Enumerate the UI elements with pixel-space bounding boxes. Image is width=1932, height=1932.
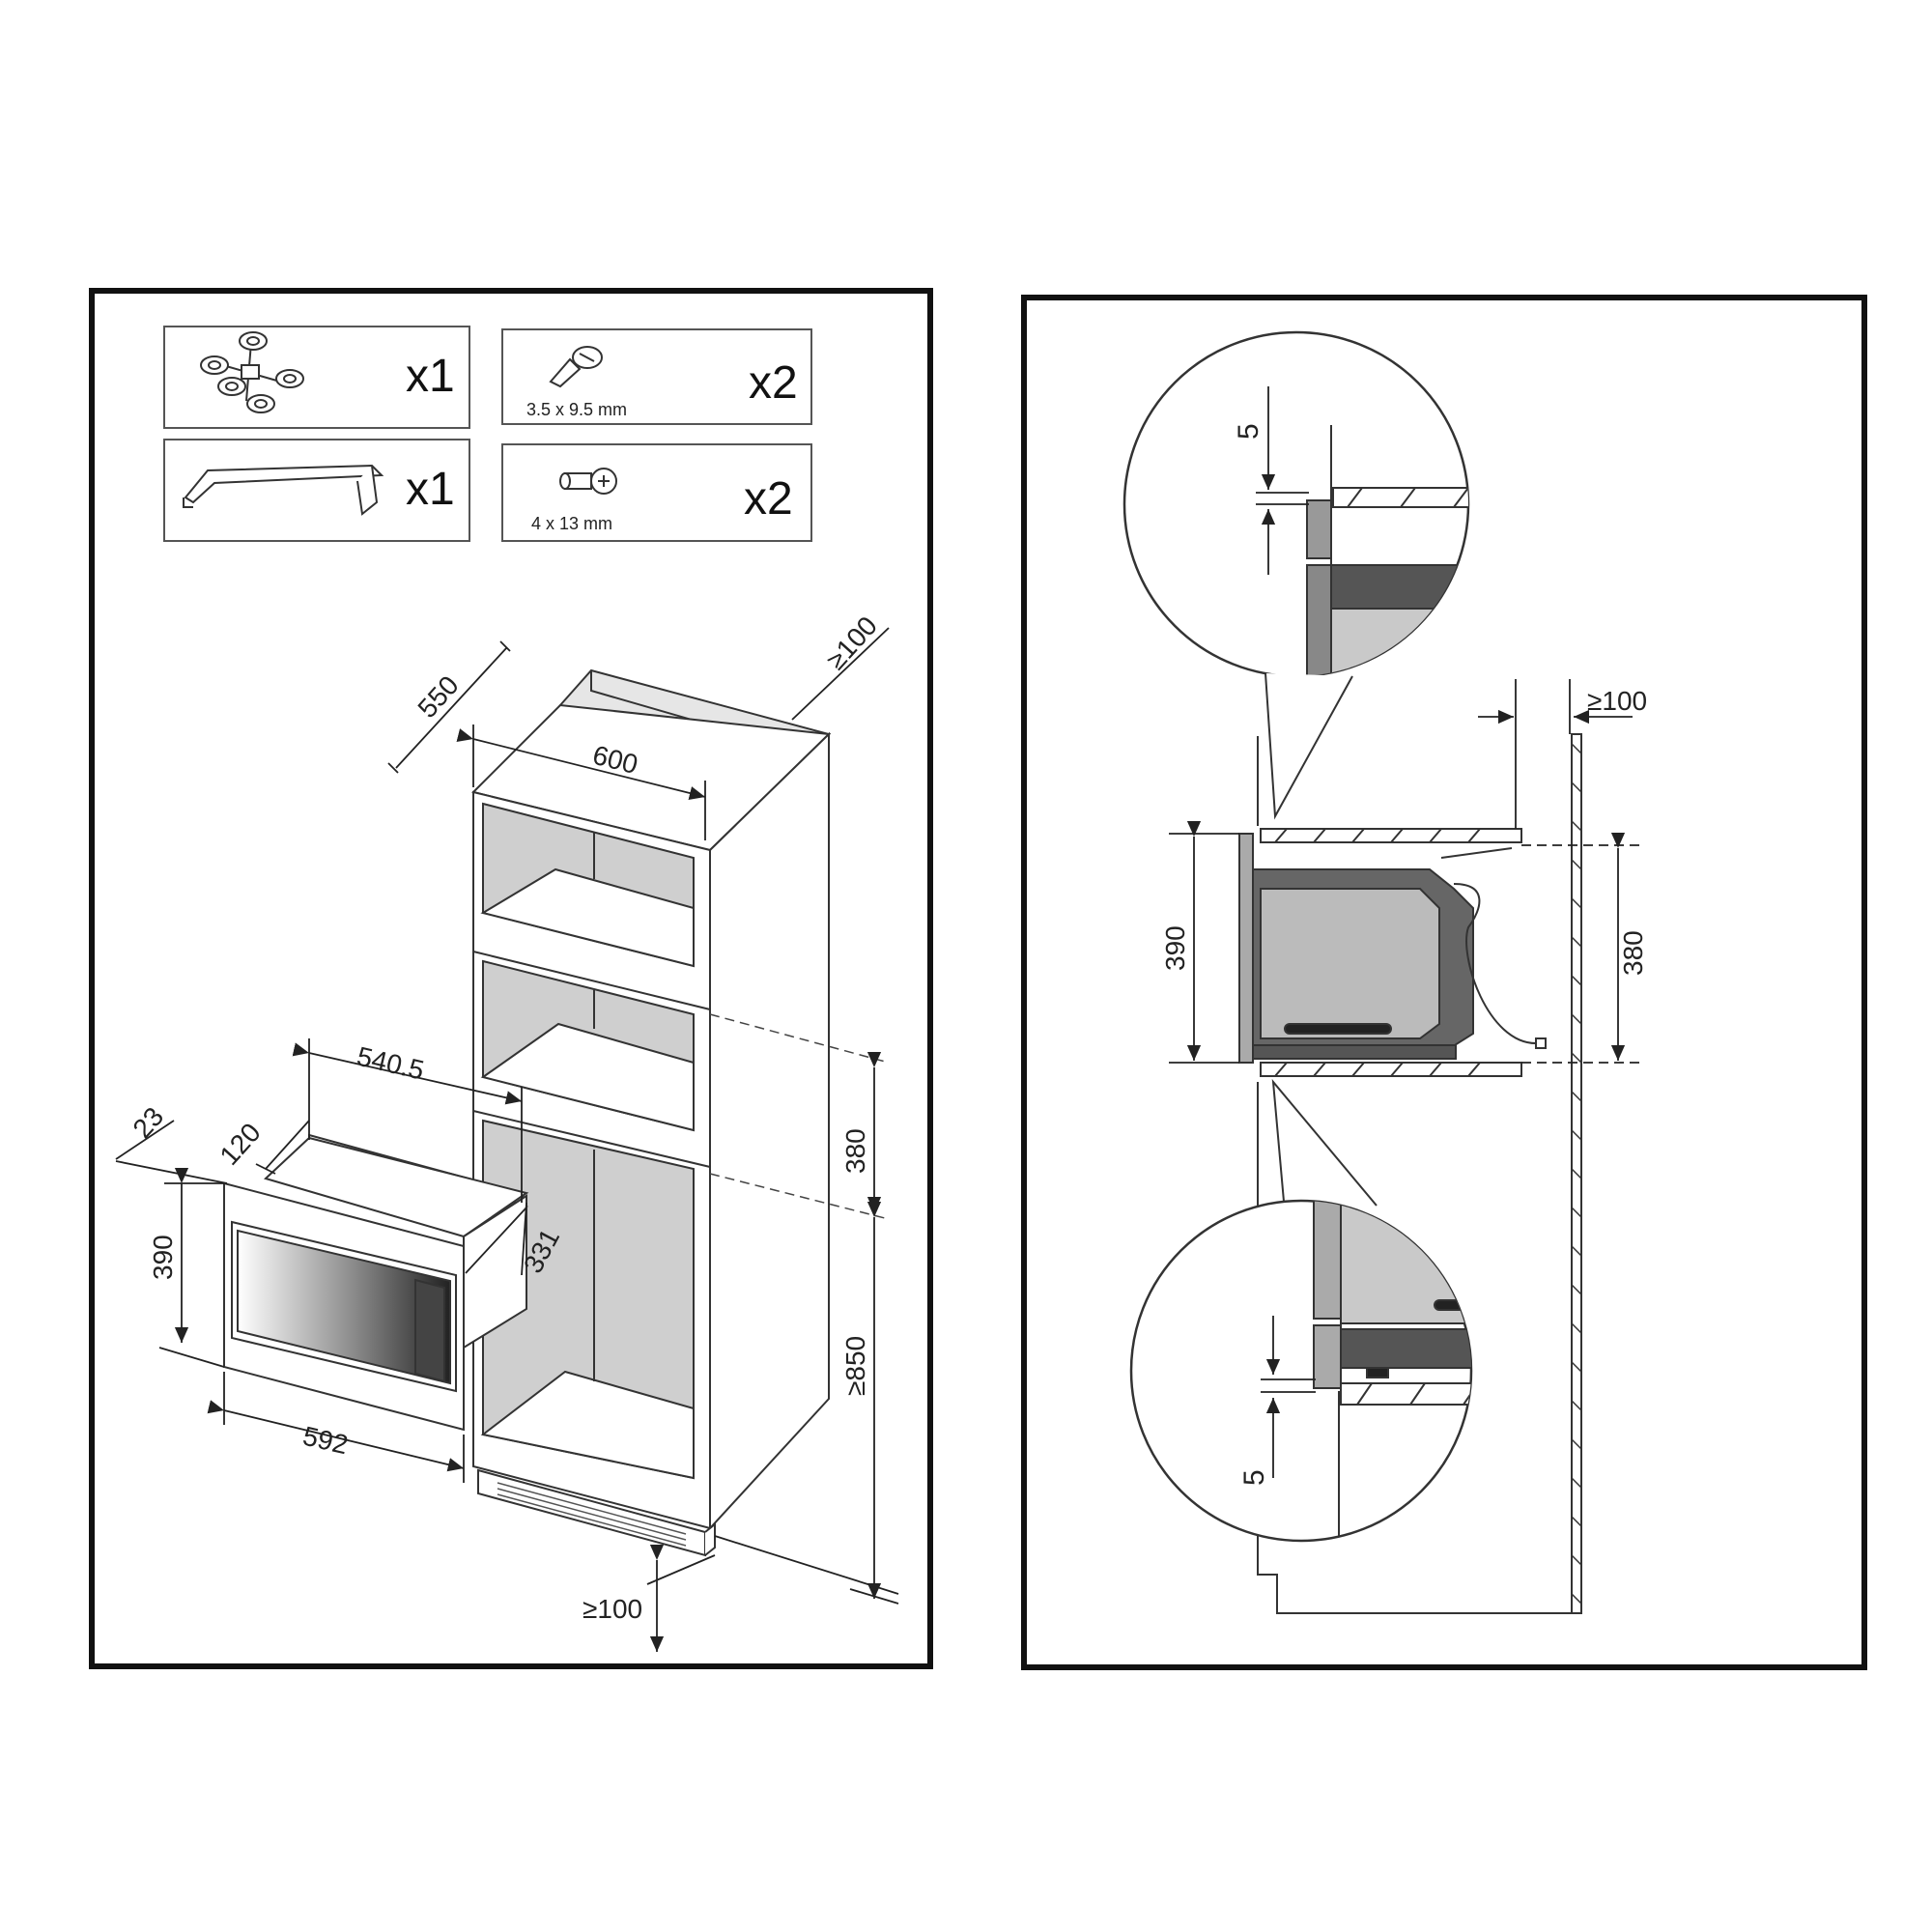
trim-bracket-icon bbox=[183, 464, 384, 516]
accessory-quantity: x2 bbox=[749, 357, 798, 409]
dim-bottom-gap: ≥100 bbox=[582, 1594, 642, 1624]
detail-bottom-circle: 5 bbox=[1129, 1199, 1473, 1543]
accessory-quantity: x1 bbox=[406, 464, 455, 515]
right-dimension-labels: ≥100 390 380 bbox=[1160, 686, 1648, 976]
accessory-size: 4 x 13 mm bbox=[531, 514, 612, 533]
dim-gap-bottom: 5 bbox=[1238, 1469, 1270, 1486]
accessory-size: 3.5 x 9.5 mm bbox=[526, 400, 627, 419]
bolt-icon bbox=[559, 468, 617, 495]
accessory-box-bolt: 4 x 13 mm x2 bbox=[501, 443, 812, 542]
screw-icon bbox=[549, 346, 603, 388]
dim-niche-height-right: 380 bbox=[1618, 930, 1648, 976]
dim-oven-height: 390 bbox=[148, 1235, 178, 1280]
tall-cabinet bbox=[471, 668, 832, 1557]
callout-top-pointer bbox=[1264, 672, 1353, 820]
dim-niche-height: 380 bbox=[840, 1128, 870, 1174]
accessory-quantity: x1 bbox=[406, 351, 455, 402]
accessory-box-screw: 3.5 x 9.5 mm x2 bbox=[501, 328, 812, 425]
right-dimension-lines bbox=[1169, 679, 1642, 1064]
detail-top-circle: 5 bbox=[1122, 330, 1470, 678]
callout-bottom-pointer bbox=[1271, 1078, 1378, 1213]
rear-wall bbox=[1571, 733, 1582, 1614]
accessory-quantity: x2 bbox=[744, 473, 793, 525]
left-dimension-lines bbox=[115, 627, 899, 1652]
dim-gap-top: 5 bbox=[1233, 423, 1264, 440]
dim-rear-gap: ≥100 bbox=[1587, 686, 1647, 716]
accessory-box-feet: x1 bbox=[163, 326, 470, 429]
appliance-section bbox=[1238, 833, 1547, 1064]
accessory-box-trim: x1 bbox=[163, 439, 470, 542]
feet-set-icon bbox=[200, 331, 304, 413]
dim-appliance-height: 390 bbox=[1160, 925, 1190, 971]
dim-base-height: ≥850 bbox=[840, 1336, 870, 1396]
built-in-oven bbox=[223, 1133, 529, 1432]
